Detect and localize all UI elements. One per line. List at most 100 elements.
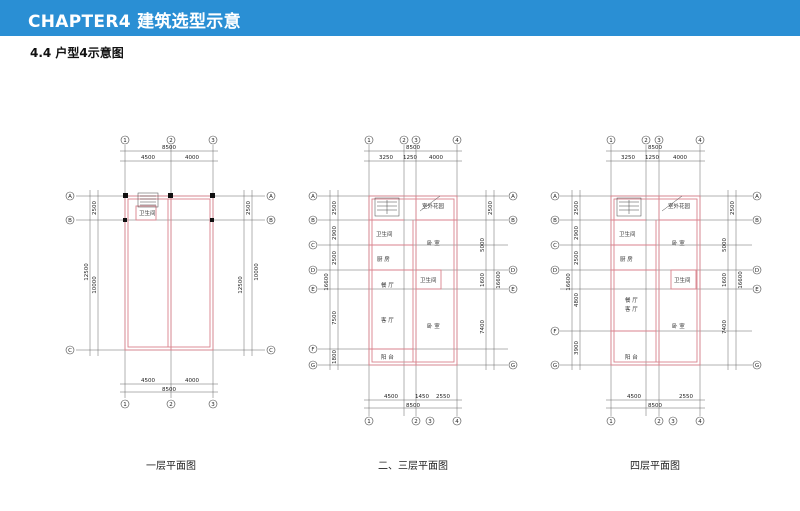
axis-bubble: F [311,347,314,353]
axis-bubble: B [755,218,759,224]
dimension-label: 3250 [621,155,635,161]
dimension-label: 2550 [679,394,693,400]
axis-bubble: 3 [428,419,432,425]
axis-bubble: 4 [698,138,702,144]
dimension-label: 8500 [162,145,176,151]
axis-bubble: B [553,218,557,224]
dimension-label: 4500 [627,394,641,400]
dimension-label: 1800 [332,350,338,364]
dimension-label: 4500 [141,155,155,161]
axis-bubble: 2 [644,138,648,144]
dimension-label: 4000 [185,378,199,384]
axis-bubble: E [311,287,315,293]
axis-bubble: B [511,218,515,224]
axis-bubble: A [311,194,315,200]
axis-bubble: 2 [169,138,173,144]
axis-bubble: D [755,268,759,274]
room-label: 卫生间 [376,230,393,238]
dimension-label: 4500 [384,394,398,400]
dimension-label: 10000 [254,263,260,281]
axis-bubble: 2 [414,419,418,425]
axis-bubble: G [511,363,515,369]
dimension-label: 1600 [722,273,728,287]
dimension-label: 12500 [84,263,90,281]
dimension-label: 5000 [722,238,728,252]
dimension-label: 16600 [496,271,502,289]
room-label: 卧 室 [672,239,685,247]
dimension-label: 7400 [722,320,728,334]
axis-bubble: A [269,194,273,200]
axis-bubble: 4 [698,419,702,425]
plan-caption: 四层平面图 [630,460,680,472]
axis-bubble: G [553,363,557,369]
axis-bubble: 4 [455,138,459,144]
room-label: 阳 台 [625,353,638,361]
axis-bubble: C [553,243,557,249]
dimension-label: 8500 [648,403,662,409]
axis-bubble: A [68,194,72,200]
dimension-label: 1450 [415,394,429,400]
dimension-label: 8500 [162,387,176,393]
dimension-label: 2550 [436,394,450,400]
dimension-label: 4000 [429,155,443,161]
dimension-label: 4800 [574,293,580,307]
axis-bubble: 1 [367,138,371,144]
axis-bubble: 3 [211,402,215,408]
room-label: 室外花园 [422,202,445,210]
axis-bubble: 1 [609,138,613,144]
dimension-label: 4000 [185,155,199,161]
dimension-label: 3900 [574,341,580,355]
axis-bubble: C [269,348,273,354]
dimension-label: 8500 [406,145,420,151]
plan-fourth-floor: 室外花园 卫生间 卧 室 厨 房 卫生间 餐 厅 客 厅 卧 室 阳 台 1 2… [550,135,762,472]
room-label: 卧 室 [427,239,440,247]
dimension-label: 2900 [332,226,338,240]
dimension-label: 2500 [246,201,252,215]
dimension-label: 2500 [574,201,580,215]
room-label: 餐 厅 [625,296,638,304]
plan-second-third-floor: 室外花园 卫生间 卧 室 厨 房 卫生间 餐 厅 客 厅 卧 室 阳 台 1 2… [308,135,518,472]
dimension-label: 2500 [574,251,580,265]
axis-bubble: F [553,329,556,335]
axis-bubble: D [511,268,515,274]
axis-bubble: D [311,268,315,274]
dimension-label: 3250 [379,155,393,161]
dimension-label: 7500 [332,311,338,325]
dimension-label: 4000 [673,155,687,161]
axis-bubble: 2 [402,138,406,144]
dimension-label: 1250 [403,155,417,161]
axis-bubble: A [511,194,515,200]
dimension-label: 16600 [324,273,330,291]
dimension-label: 2500 [332,251,338,265]
dimension-label: 2500 [332,201,338,215]
room-label: 客 厅 [625,305,638,313]
axis-bubble: 1 [367,419,371,425]
dimension-label: 16600 [566,273,572,291]
plan-caption: 一层平面图 [146,460,196,472]
dimension-label: 8500 [648,145,662,151]
room-label: 卫生间 [674,276,691,284]
dimension-label: 16600 [738,271,744,289]
room-label: 卫生间 [139,209,156,217]
dimension-label: 12500 [238,276,244,294]
dimension-label: 2500 [92,201,98,215]
axis-bubble: G [311,363,315,369]
dimension-label: 2500 [730,201,736,215]
section-title: 4.4 户型4示意图 [30,46,124,60]
dimension-label: 2900 [574,226,580,240]
axis-bubble: D [553,268,557,274]
room-label: 客 厅 [381,316,394,324]
axis-bubble: C [68,348,72,354]
dimension-label: 2500 [488,201,494,215]
dimension-label: 7400 [480,320,486,334]
axis-bubble: 1 [609,419,613,425]
room-label: 阳 台 [381,353,394,361]
room-label: 卧 室 [427,322,440,330]
room-label: 卫生间 [420,276,437,284]
dimension-label: 10000 [92,276,98,294]
axis-bubble: B [68,218,72,224]
axis-bubble: 3 [671,419,675,425]
dimension-label: 5000 [480,238,486,252]
chapter-title: CHAPTER4 建筑选型示意 [28,12,241,32]
